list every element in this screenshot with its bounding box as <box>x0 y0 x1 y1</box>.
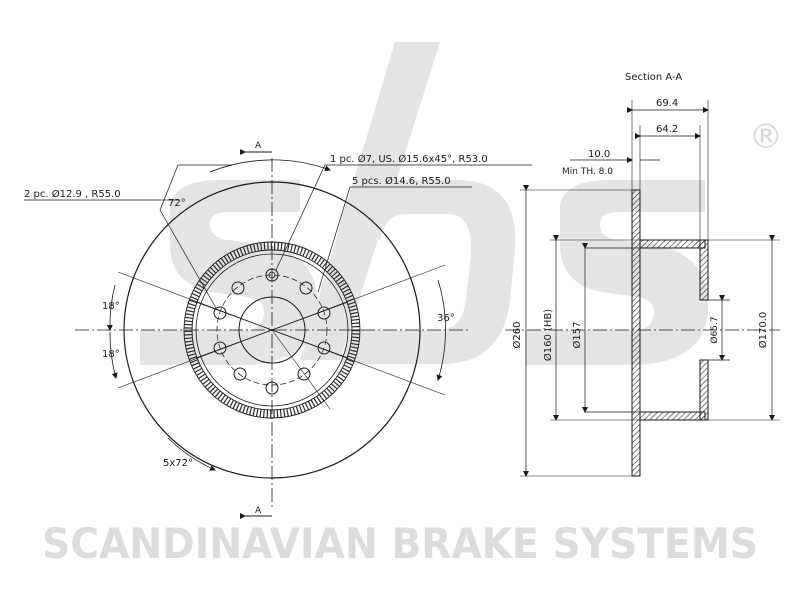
aux-hole <box>231 281 245 295</box>
friction-ring <box>631 189 641 477</box>
angle-ext-line <box>271 329 331 410</box>
bolt-circle <box>216 274 328 386</box>
arc-18-lower <box>109 331 118 379</box>
angle-label-18-upper: 18° <box>102 301 120 312</box>
label-69-4: 69.4 <box>656 98 678 109</box>
label-170: Ø170.0 <box>757 312 769 349</box>
arc-36-right <box>436 279 446 381</box>
arc-5x72 <box>167 437 216 471</box>
hub-face-upper <box>699 239 709 301</box>
hat-wall-bottom <box>639 411 706 421</box>
arc-72-top <box>209 159 331 173</box>
bolt-hole <box>265 268 279 282</box>
section-title: Section A-A <box>625 72 682 83</box>
disc-front-view <box>75 149 532 519</box>
center-hole-note: 1 pc. Ø7, US. Ø15.6x45°, R53.0 <box>330 153 488 165</box>
section-view-labels: Section A-A 69.4 64.2 10.0 Min TH. 8.0 Ø… <box>511 72 769 361</box>
label-min-thickness: Min TH. 8.0 <box>562 167 613 177</box>
section-label-top: A <box>255 141 262 151</box>
hub-face-lower <box>699 359 709 421</box>
label-65-7: Ø65.7 <box>709 316 720 343</box>
aux-hole <box>317 341 331 355</box>
angle-ext-line <box>117 271 273 331</box>
aux-hole <box>265 381 279 395</box>
label-260: Ø260 <box>511 322 523 349</box>
hat-wall-top <box>639 239 706 249</box>
aux-hole <box>299 281 313 295</box>
angle-label-72: 72° <box>168 198 186 209</box>
angle-ext-line <box>117 329 273 389</box>
angle-ext-line <box>271 264 446 331</box>
label-64-2: 64.2 <box>656 124 678 135</box>
hat-edge <box>195 253 349 407</box>
label-160: Ø160 (HB) <box>542 309 554 361</box>
angle-label-36: 36° <box>437 313 455 324</box>
brand-wordmark: SCANDINAVIAN BRAKE SYSTEMS <box>42 519 758 568</box>
section-label-bottom: A <box>255 506 262 516</box>
angle-label-18-lower: 18° <box>102 349 120 360</box>
angle-ext-line <box>271 329 446 396</box>
leader-side-holes-end <box>159 209 217 309</box>
leader-side-holes <box>159 164 232 211</box>
bolt-hole <box>233 367 247 381</box>
center-pin-hole <box>268 271 276 279</box>
label-157: Ø157 <box>571 322 583 349</box>
bolt-holes-note: 5 pcs. Ø14.6, R55.0 <box>352 175 451 187</box>
label-thickness: 10.0 <box>588 149 610 160</box>
vent-teeth <box>184 242 360 418</box>
front-view-labels: A A 1 pc. Ø7, US. Ø15.6x45°, R53.0 5 pcs… <box>24 141 488 516</box>
angle-label-5x72: 5x72° <box>163 458 193 469</box>
arc-18-upper <box>106 284 116 331</box>
side-holes-note: 2 pc. Ø12.9 , R55.0 <box>24 188 121 200</box>
registered-mark: ® <box>749 117 783 157</box>
bolt-hole <box>297 367 311 381</box>
leader-bolt-holes <box>317 186 472 293</box>
aux-hole <box>213 341 227 355</box>
center-bore <box>238 296 306 364</box>
leader-center-hole <box>275 164 532 271</box>
disc-section-view <box>505 100 780 477</box>
outer-rim <box>123 181 421 479</box>
